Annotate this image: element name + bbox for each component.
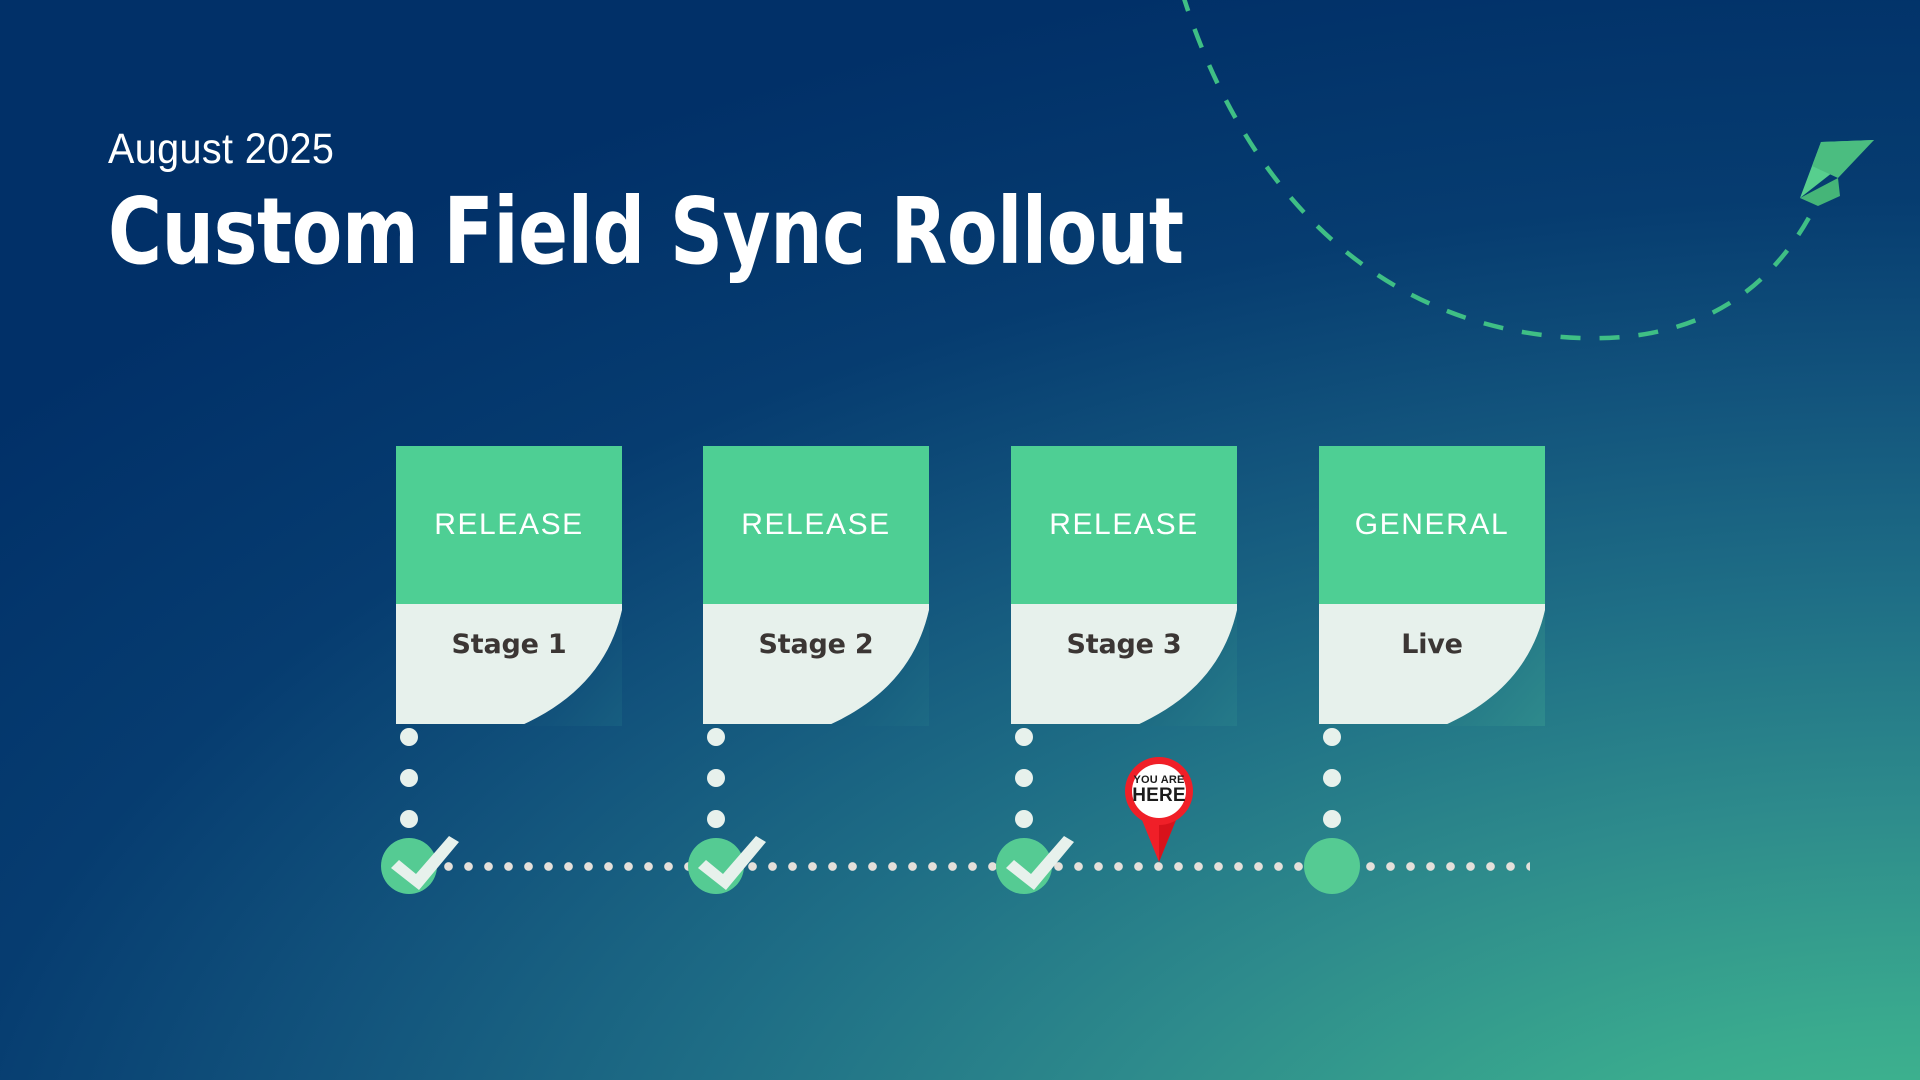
stage-connector-dots-1 [400, 728, 418, 851]
timeline-track-segment-1 [444, 862, 712, 871]
stage-badge-1: RELEASE [396, 446, 622, 604]
check-icon [391, 836, 459, 890]
connector-dot [400, 728, 418, 746]
page-header: August 2025 Custom Field Sync Rollout [108, 125, 1453, 285]
connector-dot [1015, 769, 1033, 787]
you-are-here-marker: YOU ARE HERE [1122, 754, 1196, 862]
stage-badge-label: RELEASE [741, 508, 891, 541]
stage-connector-dots-4 [1323, 728, 1341, 851]
stage-body-2: Stage 2 [703, 604, 929, 724]
connector-dot [1323, 810, 1341, 828]
connector-dot [707, 728, 725, 746]
connector-dot [707, 810, 725, 828]
marker-line-2: HERE [1132, 785, 1186, 806]
stage-badge-label: RELEASE [434, 508, 584, 541]
stage-card-1[interactable]: RELEASE Stage 1 [396, 446, 622, 724]
stage-name-label: Stage 3 [1066, 629, 1182, 660]
check-icon [1006, 836, 1074, 890]
connector-dot [400, 810, 418, 828]
stage-badge-3: RELEASE [1011, 446, 1237, 604]
stage-body-4: Live [1319, 604, 1545, 724]
track-dots [1366, 862, 1530, 871]
timeline-track-segment-3 [1054, 862, 1326, 871]
connector-dot [1323, 769, 1341, 787]
connector-dot [707, 769, 725, 787]
timeline-track-segment-4 [1366, 862, 1530, 871]
stage-name-label: Live [1401, 629, 1463, 660]
stage-badge-label: GENERAL [1354, 508, 1510, 541]
header-eyebrow-date: August 2025 [108, 125, 335, 173]
stage-card-2[interactable]: RELEASE Stage 2 [703, 446, 929, 724]
stage-connector-dots-2 [707, 728, 725, 851]
stage-name-label: Stage 2 [758, 629, 874, 660]
stage-badge-4: GENERAL [1319, 446, 1545, 604]
stage-card-3[interactable]: RELEASE Stage 3 [1011, 446, 1237, 724]
stage-body-1: Stage 1 [396, 604, 622, 724]
timeline-node-4[interactable] [1304, 838, 1360, 894]
stage-badge-label: RELEASE [1049, 508, 1199, 541]
connector-dot [1323, 728, 1341, 746]
stage-badge-2: RELEASE [703, 446, 929, 604]
page-title: Custom Field Sync Rollout [108, 178, 1184, 285]
check-icon [698, 836, 766, 890]
track-dots [1054, 862, 1326, 871]
connector-dot [400, 769, 418, 787]
marker-line-1: YOU ARE [1133, 774, 1185, 786]
track-dots [444, 862, 712, 871]
track-dots [748, 862, 1016, 871]
stage-body-3: Stage 3 [1011, 604, 1237, 724]
ribbon-curl-shape [396, 626, 622, 724]
you-are-here-pin-icon [1125, 757, 1193, 862]
stage-connector-dots-3 [1015, 728, 1033, 851]
stage-card-4[interactable]: GENERAL Live [1319, 446, 1545, 724]
connector-dot [1015, 728, 1033, 746]
connector-dot [1015, 810, 1033, 828]
timeline-track-segment-2 [748, 862, 1016, 871]
